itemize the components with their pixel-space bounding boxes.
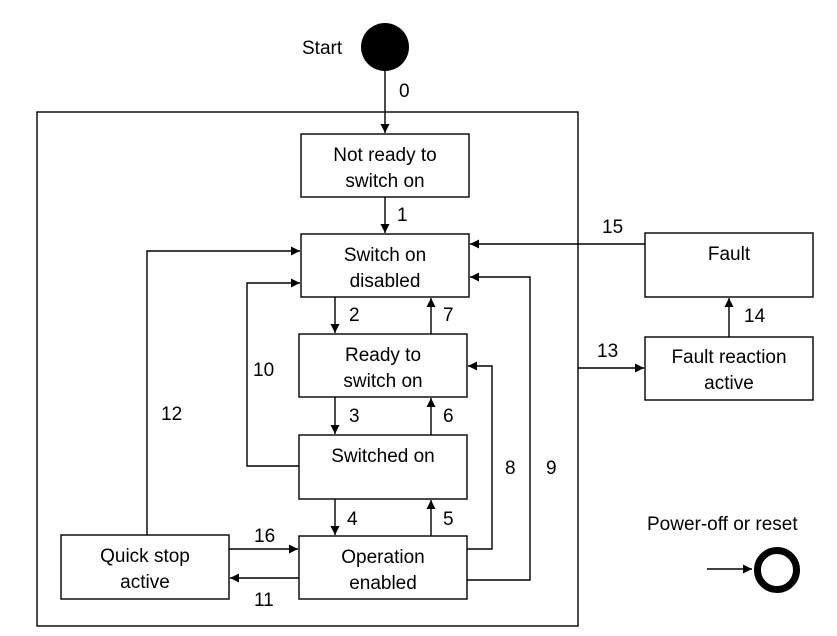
transition-2-label: 2 [349, 305, 360, 326]
transition-4-label: 4 [347, 509, 358, 530]
transition-10-label: 10 [253, 360, 274, 381]
start-node [361, 23, 409, 71]
state-operation-enabled-line1: Operation [341, 547, 424, 568]
transition-16-label: 16 [254, 526, 275, 547]
transition-15-label: 15 [602, 217, 623, 238]
transition-9-arrow [467, 272, 531, 581]
transition-5-label: 5 [443, 509, 454, 530]
state-switch-on-disabled-line1: Switch on [344, 245, 426, 266]
transition-14-label: 14 [744, 306, 766, 327]
transition-1-label: 1 [397, 205, 408, 226]
state-quick-stop-active: Quick stop active [60, 534, 230, 600]
state-not-ready-line2: switch on [345, 171, 424, 192]
state-not-ready-line1: Not ready to [333, 145, 437, 166]
power-off-reset-label: Power-off or reset [647, 514, 798, 535]
state-ready-line1: Ready to [345, 345, 421, 366]
state-switched-on: Switched on [298, 434, 468, 500]
state-not-ready: Not ready to switch on [300, 133, 470, 198]
transition-6-label: 6 [443, 406, 454, 427]
state-ready-line2: switch on [343, 371, 422, 392]
state-fault: Fault [644, 232, 814, 298]
transition-12-arrow [146, 246, 300, 535]
transition-13-label: 13 [597, 341, 618, 362]
state-ready-to-switch-on: Ready to switch on [298, 333, 468, 398]
state-switch-on-disabled-line2: disabled [350, 271, 421, 292]
transition-8-label: 8 [505, 458, 516, 479]
transition-12-label: 12 [161, 404, 182, 425]
transition-8-arrow [467, 361, 493, 550]
power-off-ring-icon [754, 547, 800, 593]
transition-9-label: 9 [546, 458, 557, 479]
transition-3-label: 3 [349, 406, 360, 427]
state-quick-stop-line1: Quick stop [100, 546, 190, 567]
transition-7-label: 7 [443, 305, 454, 326]
state-switch-on-disabled: Switch on disabled [300, 233, 470, 298]
state-fault-reaction-line1: Fault reaction [671, 347, 786, 368]
state-fault-line1: Fault [708, 244, 751, 265]
state-quick-stop-line2: active [120, 572, 170, 593]
outer-boundary [36, 111, 579, 627]
state-operation-enabled: Operation enabled [298, 535, 468, 600]
state-fault-reaction-line2: active [704, 373, 754, 394]
transition-10-arrow [246, 278, 300, 467]
state-fault-reaction-active: Fault reaction active [644, 336, 814, 401]
state-operation-enabled-line2: enabled [349, 573, 417, 594]
transition-11-label: 11 [254, 590, 274, 611]
start-label: Start [302, 38, 343, 59]
state-switched-on-line1: Switched on [331, 446, 435, 467]
transition-0-label: 0 [399, 81, 410, 102]
